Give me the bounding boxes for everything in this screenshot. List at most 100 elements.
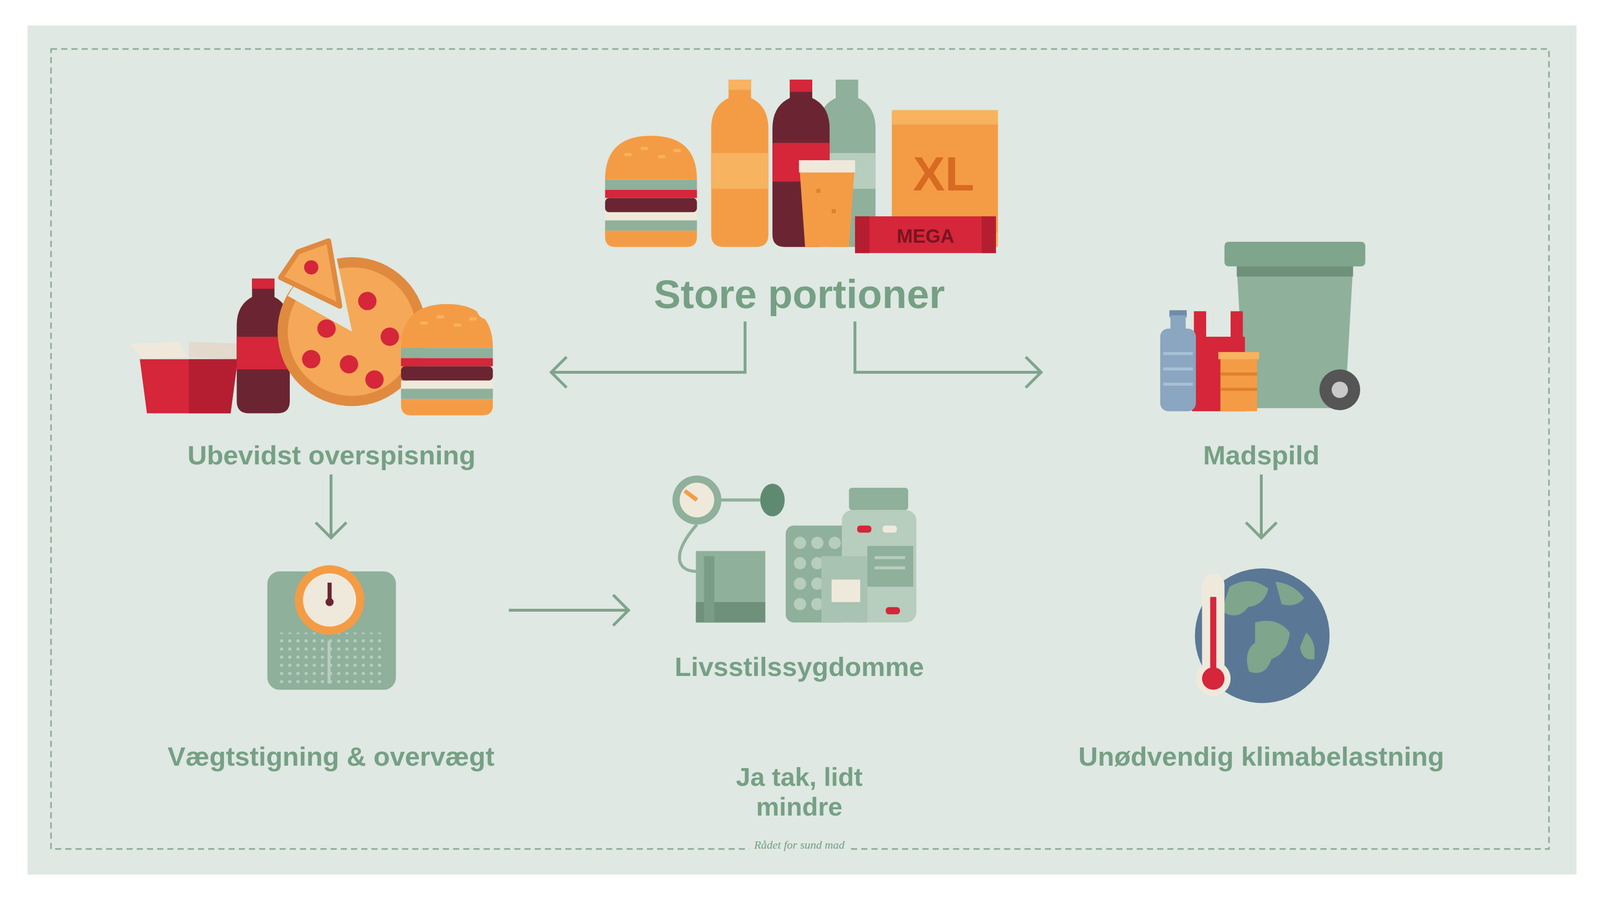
scale-icon-part [327,640,331,684]
climate-icons-part [1195,568,1330,704]
disease-icons-part [874,556,906,559]
portion-icons-part [891,110,998,125]
overeating-icons-part [380,327,399,346]
panel-ground [27,25,1577,875]
overeating-icons-part [280,240,340,307]
portion-icons-part [798,160,855,248]
disease-icons [672,475,917,623]
portion-icons-part [854,216,870,254]
climate-icons-part [1202,667,1225,690]
climate-icons-part [1210,596,1217,677]
scale-icon-part [295,565,365,635]
overeating-icons [129,240,499,416]
climate-icons-part [1246,620,1290,674]
text-label: Rådet for sund mad [749,838,850,853]
node-label: Livsstilssygdomme [674,651,925,683]
node-label: Unødvendig klimabelastning [1078,741,1445,772]
waste-icons-part [1160,328,1196,412]
waste-icons-part [1163,382,1194,386]
overeating-icons-part [365,370,384,389]
portion-icons-part [981,216,996,254]
overeating-icons-part [302,350,321,369]
waste-icons [1160,241,1366,412]
disease-icons-part [882,525,898,533]
climate-icons [1195,568,1330,704]
disease-icons-part [794,597,807,611]
climate-icons-part [1221,580,1269,616]
waste-icons-part [1220,387,1258,391]
portion-icons-part [798,160,855,173]
disease-icons-part [794,536,807,550]
overeating-icons-part [251,278,275,289]
waste-icons-part [1331,381,1349,398]
waste-icons-part [1236,266,1353,277]
disease-icons-part [821,556,868,623]
flow-arrow [551,321,746,388]
waste-icons-part [1163,367,1194,371]
scale-icon-part [303,573,357,627]
portion-icons-part [711,79,769,248]
overeating-icons-part [317,319,336,338]
flow-node: Livsstilssygdomme [628,470,971,687]
disease-icons-part [760,483,785,517]
text-label: XL [908,146,980,202]
text-label: Ja tak, lidt mindre [712,761,886,822]
portion-icons-part [831,209,836,214]
flow-node: Ubevidst overspisning [111,239,552,475]
disease-icons-part [874,566,906,569]
portion-icons-part [728,79,752,90]
portion-icons [604,79,998,254]
flow-node: Unødvendig klimabelastning [1064,537,1459,776]
overeating-icons-part [476,296,499,320]
disease-icons-part [696,551,766,623]
overeating-icons-part [358,291,377,310]
node-label: Madspild [1203,439,1320,471]
overeating-icons-part [129,342,189,360]
node-label: Store portioner [653,271,946,318]
portion-icons-part [711,153,769,189]
disease-icons-part [719,498,760,502]
disease-icons-part [679,482,715,518]
portion-icons-part [604,135,697,248]
overeating-icons-part [339,355,358,374]
portion-icons-part [789,79,813,93]
waste-icons-part [1220,372,1258,376]
disease-icons-part [831,579,861,603]
flow-arrow [509,594,629,626]
waste-icons-part [1220,355,1258,412]
scale-icon-part [277,632,386,684]
waste-icons-part [1218,352,1260,360]
flow-arrow [1245,474,1277,538]
scale-icon [267,565,396,690]
disease-icons-part [828,536,842,550]
climate-icons-part [1300,632,1315,660]
scale-icon-part [325,597,334,606]
overeating-icons-part [401,304,493,416]
waste-icons-part [1230,311,1244,341]
disease-icons-part [672,475,722,525]
disease-icons-part [684,490,698,500]
overeating-icons-part [139,359,238,414]
node-label: Ubevidst overspisning [187,439,476,471]
waste-icons-part [1319,369,1361,411]
waste-icons-part [1224,241,1366,267]
climate-icons-part [1275,581,1305,605]
disease-icons-part [794,577,807,591]
portion-icons-part [854,216,996,254]
disease-icons-part [679,524,699,572]
portion-icons-part [816,188,821,193]
overeating-icons-part [188,359,238,414]
disease-icons-part [867,545,914,587]
dashed-frame [50,48,1549,850]
flow-node: Vægtstigning & overvægt [153,537,509,776]
disease-icons-part [885,607,901,615]
flow-arrow [315,474,347,538]
disease-icons-part [849,487,909,511]
flow-node: Madspild [1041,235,1482,475]
disease-icons-part [857,525,872,533]
text-label: MEGA [891,225,960,248]
disease-icons-part [811,536,824,550]
waste-icons-part [1163,352,1194,356]
node-label: Vægtstigning & overvægt [167,741,495,772]
disease-icons-part [794,557,807,570]
